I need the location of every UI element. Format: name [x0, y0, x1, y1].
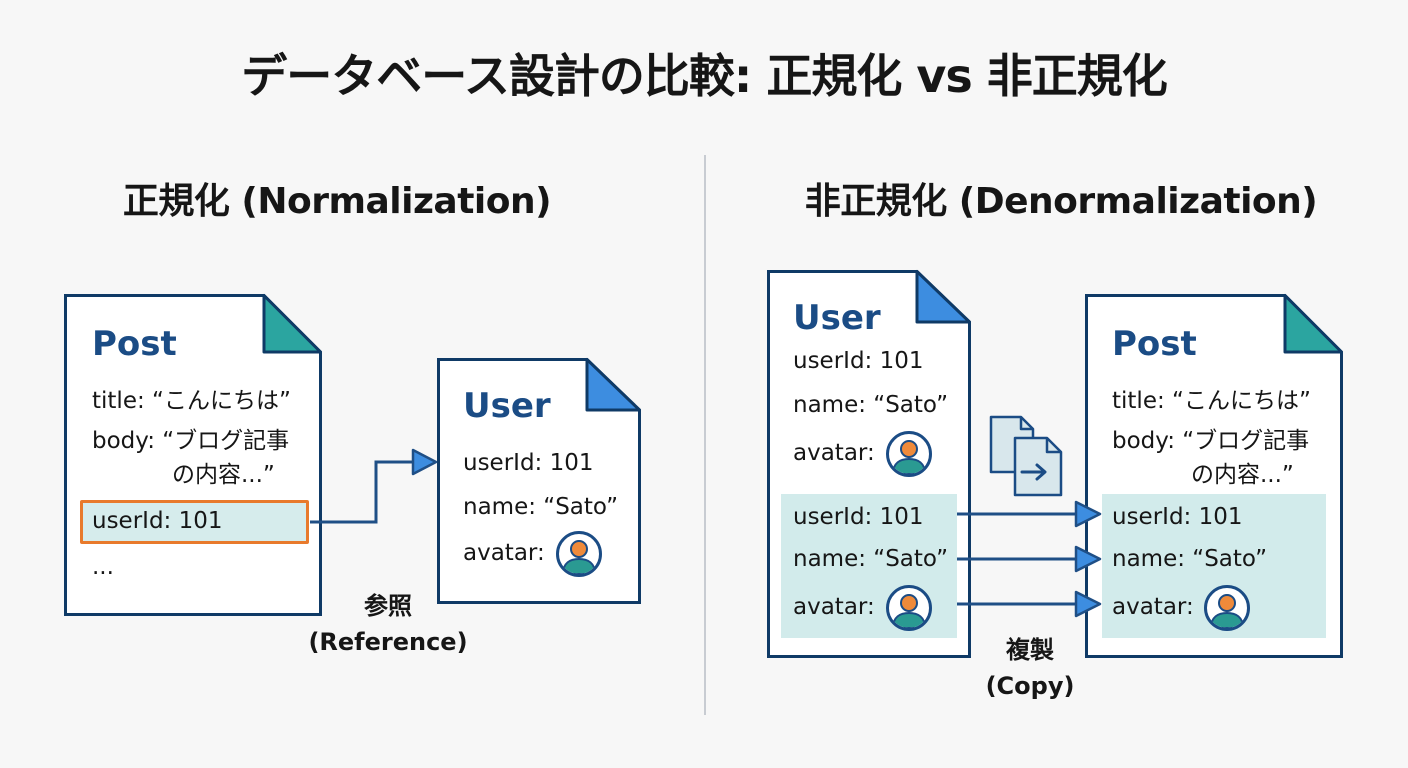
- user-title: User: [793, 298, 881, 338]
- post-ellipsis: ...: [92, 554, 114, 580]
- reference-caption-en: (Reference): [308, 628, 468, 656]
- user-avatar-icon: [886, 585, 932, 631]
- denormalization-heading: 非正規化 (Denormalization): [804, 181, 1318, 222]
- user-avatar-label: avatar:: [463, 540, 545, 566]
- reference-caption-jp: 参照: [364, 592, 412, 620]
- normalized-user-document: User userId: 101 name: “Sato” avatar:: [437, 358, 641, 604]
- user-userid-field: userId: 101: [793, 348, 924, 374]
- denormalized-post-document: Post title: “こんにちは” body: “ブログ記事 の内容...”…: [1085, 294, 1343, 658]
- user-name-field: name: “Sato”: [793, 392, 949, 418]
- corner-fold-icon: [1283, 294, 1343, 354]
- post-body-field-line2: の内容...”: [172, 462, 275, 488]
- post-userid-field: userId: 101: [92, 508, 223, 534]
- post-title-field: title: “こんにちは”: [92, 388, 291, 414]
- post-body-field-line1: body: “ブログ記事: [92, 428, 290, 454]
- reference-arrow: [310, 460, 415, 524]
- corner-fold-icon: [585, 358, 641, 412]
- post-title: Post: [92, 324, 177, 364]
- normalization-heading: 正規化 (Normalization): [122, 181, 552, 222]
- post-title-field: title: “こんにちは”: [1112, 388, 1311, 414]
- post-body-field-line1: body: “ブログ記事: [1112, 428, 1310, 454]
- denormalized-user-document: User userId: 101 name: “Sato” avatar: us…: [767, 270, 971, 658]
- post-title: Post: [1112, 324, 1197, 364]
- user-avatar-label: avatar:: [793, 440, 875, 466]
- post-name-field: name: “Sato”: [1112, 546, 1268, 572]
- normalized-post-document: Post title: “こんにちは” body: “ブログ記事 の内容...”…: [64, 294, 322, 616]
- post-body-field-line2: の内容...”: [1191, 462, 1294, 488]
- user-title: User: [463, 386, 551, 426]
- copied-userid-field: userId: 101: [793, 504, 924, 530]
- copied-avatar-label: avatar:: [793, 594, 875, 620]
- section-divider: [704, 155, 706, 715]
- user-avatar-icon: [556, 531, 602, 577]
- copy-documents-icon: [989, 415, 1063, 497]
- post-avatar-label: avatar:: [1112, 594, 1194, 620]
- user-name-field: name: “Sato”: [463, 494, 619, 520]
- post-userid-field: userId: 101: [1112, 504, 1243, 530]
- user-userid-field: userId: 101: [463, 450, 594, 476]
- copy-caption: 複製 (Copy): [962, 632, 1098, 704]
- arrowhead-icon: [411, 448, 438, 476]
- user-avatar-icon: [886, 431, 932, 477]
- page-title: データベース設計の比較: 正規化 vs 非正規化: [241, 49, 1168, 103]
- user-avatar-icon: [1204, 585, 1250, 631]
- copied-name-field: name: “Sato”: [793, 546, 949, 572]
- copy-caption-jp: 複製: [1006, 636, 1054, 664]
- userid-highlight: [80, 500, 309, 544]
- reference-caption: 参照 (Reference): [300, 588, 476, 660]
- corner-fold-icon: [915, 270, 971, 324]
- corner-fold-icon: [262, 294, 322, 354]
- copy-caption-en: (Copy): [985, 672, 1075, 700]
